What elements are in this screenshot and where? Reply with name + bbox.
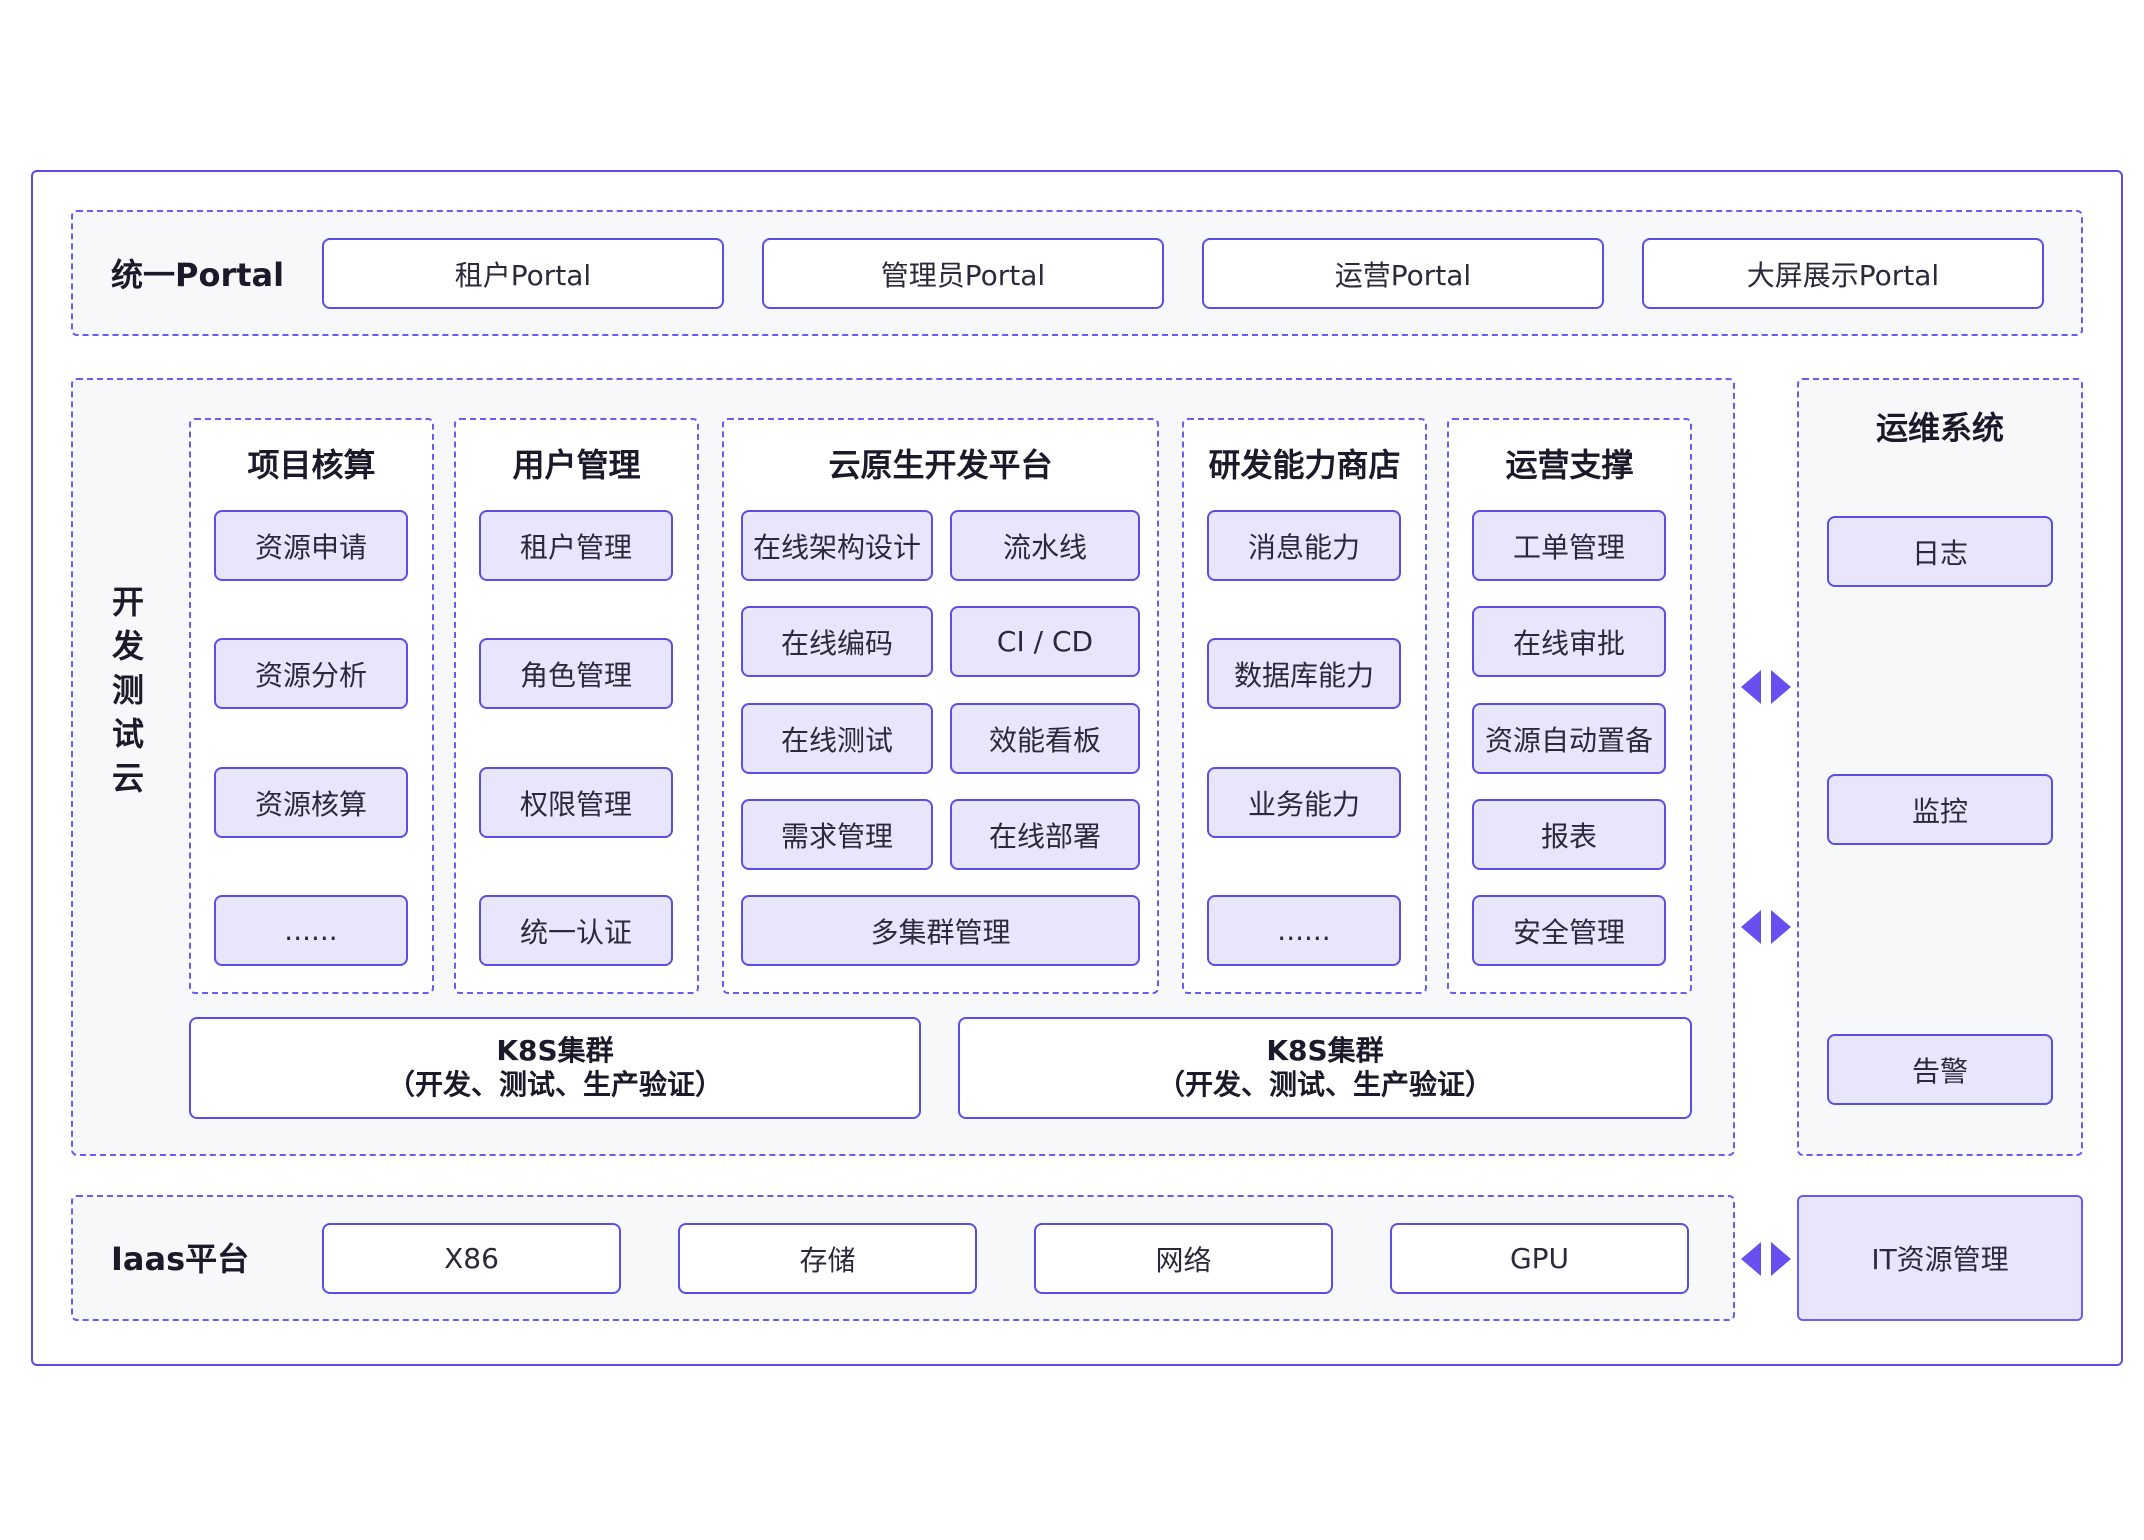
k8s-cluster-left[interactable]: K8S集群 （开发、测试、生产验证） bbox=[189, 1017, 921, 1119]
item-resource-auto-provision[interactable]: 资源自动置备 bbox=[1472, 703, 1666, 774]
item-ci-cd[interactable]: CI / CD bbox=[950, 606, 1140, 677]
item-security-management[interactable]: 安全管理 bbox=[1472, 895, 1666, 966]
k8s-title: K8S集群 bbox=[496, 1034, 614, 1067]
column-title: 云原生开发平台 bbox=[828, 446, 1053, 484]
item-online-testing[interactable]: 在线测试 bbox=[741, 703, 933, 774]
item-more[interactable]: ...... bbox=[1207, 895, 1401, 966]
item-tenant-management[interactable]: 租户管理 bbox=[479, 510, 673, 581]
item-online-approval[interactable]: 在线审批 bbox=[1472, 606, 1666, 677]
item-permission-management[interactable]: 权限管理 bbox=[479, 767, 673, 838]
item-multi-cluster[interactable]: 多集群管理 bbox=[741, 895, 1140, 966]
iaas-label: Iaas平台 bbox=[111, 1240, 250, 1278]
ops-system-title: 运维系统 bbox=[1875, 409, 2004, 447]
iaas-storage[interactable]: 存储 bbox=[678, 1223, 977, 1294]
item-report[interactable]: 报表 bbox=[1472, 799, 1666, 870]
ops-system-panel bbox=[1797, 378, 2083, 1156]
ops-log[interactable]: 日志 bbox=[1827, 516, 2053, 587]
item-business-capability[interactable]: 业务能力 bbox=[1207, 767, 1401, 838]
k8s-title: K8S集群 bbox=[1266, 1034, 1384, 1067]
item-efficiency-board[interactable]: 效能看板 bbox=[950, 703, 1140, 774]
portal-tenant[interactable]: 租户Portal bbox=[322, 238, 724, 309]
ops-monitor[interactable]: 监控 bbox=[1827, 774, 2053, 845]
item-unified-auth[interactable]: 统一认证 bbox=[479, 895, 673, 966]
item-online-coding[interactable]: 在线编码 bbox=[741, 606, 933, 677]
k8s-subtitle: （开发、测试、生产验证） bbox=[386, 1068, 723, 1101]
item-resource-analysis[interactable]: 资源分析 bbox=[214, 638, 408, 709]
item-database-capability[interactable]: 数据库能力 bbox=[1207, 638, 1401, 709]
item-role-management[interactable]: 角色管理 bbox=[479, 638, 673, 709]
column-title: 用户管理 bbox=[512, 446, 641, 484]
k8s-cluster-right[interactable]: K8S集群 （开发、测试、生产验证） bbox=[958, 1017, 1692, 1119]
item-message-capability[interactable]: 消息能力 bbox=[1207, 510, 1401, 581]
portal-bigscreen[interactable]: 大屏展示Portal bbox=[1642, 238, 2044, 309]
item-online-architecture[interactable]: 在线架构设计 bbox=[741, 510, 933, 581]
item-requirement-management[interactable]: 需求管理 bbox=[741, 799, 933, 870]
item-resource-accounting[interactable]: 资源核算 bbox=[214, 767, 408, 838]
item-pipeline[interactable]: 流水线 bbox=[950, 510, 1140, 581]
iaas-network[interactable]: 网络 bbox=[1034, 1223, 1333, 1294]
bidirectional-arrow-icon bbox=[1741, 1242, 1791, 1276]
item-ticket-management[interactable]: 工单管理 bbox=[1472, 510, 1666, 581]
item-online-deploy[interactable]: 在线部署 bbox=[950, 799, 1140, 870]
it-resource-label: IT资源管理 bbox=[1871, 1243, 2009, 1276]
portal-operation[interactable]: 运营Portal bbox=[1202, 238, 1604, 309]
devcloud-label: 开发测试云 bbox=[111, 583, 144, 797]
item-resource-request[interactable]: 资源申请 bbox=[214, 510, 408, 581]
portal-admin[interactable]: 管理员Portal bbox=[762, 238, 1164, 309]
ops-alert[interactable]: 告警 bbox=[1827, 1034, 2053, 1105]
portal-label: 统一Portal bbox=[111, 256, 285, 294]
it-resource-management[interactable]: IT资源管理 bbox=[1797, 1195, 2083, 1321]
column-title: 运营支撑 bbox=[1505, 446, 1634, 484]
item-more[interactable]: ...... bbox=[214, 895, 408, 966]
bidirectional-arrow-icon bbox=[1741, 910, 1791, 944]
iaas-x86[interactable]: X86 bbox=[322, 1223, 621, 1294]
k8s-subtitle: （开发、测试、生产验证） bbox=[1156, 1068, 1493, 1101]
bidirectional-arrow-icon bbox=[1741, 670, 1791, 704]
column-title: 研发能力商店 bbox=[1208, 446, 1401, 484]
iaas-gpu[interactable]: GPU bbox=[1390, 1223, 1689, 1294]
column-title: 项目核算 bbox=[247, 446, 376, 484]
